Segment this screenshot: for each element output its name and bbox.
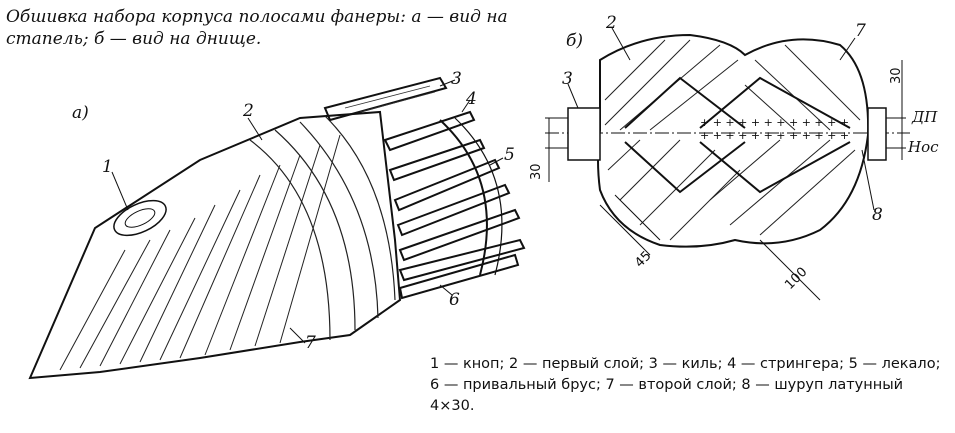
label-b-8: 8: [872, 205, 883, 225]
label-7: 7: [305, 333, 316, 353]
label-b-3: 3: [562, 69, 573, 89]
dim-45: 45: [632, 249, 654, 271]
label-b-7: 7: [855, 21, 866, 41]
hull-view-a: а) 1 2 3 4 5 6 7: [28, 69, 526, 380]
legend-text: 1 — кноп; 2 — первый слой; 3 — киль; 4 —…: [430, 356, 941, 414]
dim-30-right: 30: [889, 67, 904, 84]
dim-30-left: 30: [529, 163, 544, 180]
hull-view-b: + + + + + + + + + + + + + + + + + + + + …: [529, 13, 939, 301]
label-nos: Нос: [907, 138, 939, 156]
label-1: 1: [102, 157, 113, 177]
label-5: 5: [504, 145, 515, 165]
label-3: 3: [451, 69, 462, 89]
svg-text:+ + + + + + + + + + + +: + + + + + + + + + + + +: [700, 116, 849, 129]
figure-caption: Обшивка набора корпуса полосами фанеры: …: [6, 7, 508, 49]
svg-text:+ + + + + + + + + + + +: + + + + + + + + + + + +: [700, 129, 849, 142]
label-b-2: 2: [605, 13, 617, 33]
view-a-label: а): [72, 103, 89, 123]
label-4: 4: [465, 89, 477, 109]
label-2: 2: [242, 101, 254, 121]
dim-100: 100: [782, 265, 810, 293]
view-b-label: б): [566, 31, 583, 51]
label-dp: ДП: [911, 108, 938, 126]
figure-legend: 1 — кноп; 2 — первый слой; 3 — киль; 4 —…: [430, 354, 950, 417]
label-6: 6: [449, 290, 460, 310]
